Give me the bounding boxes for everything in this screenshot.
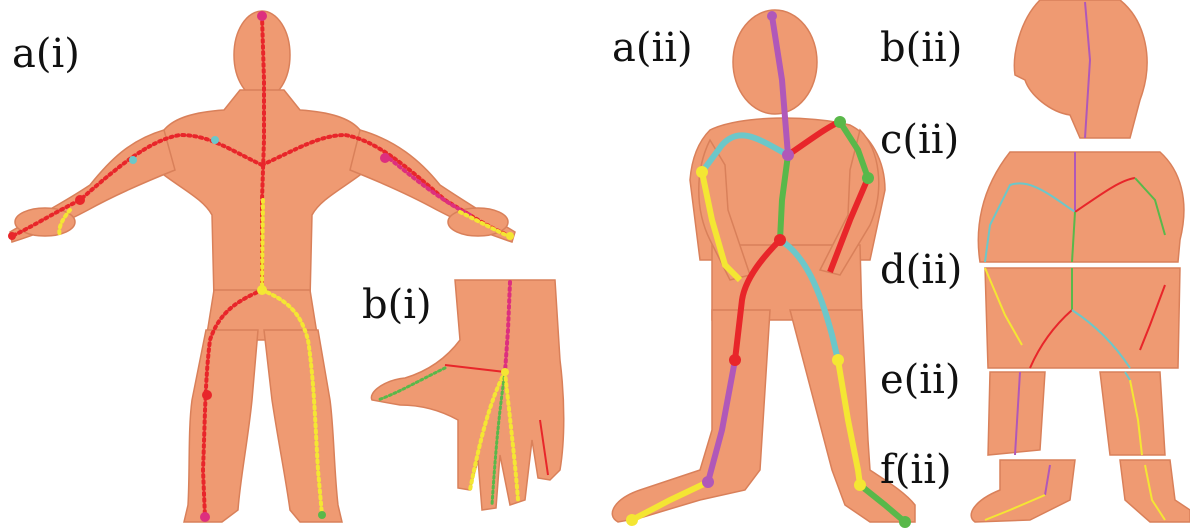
- figure-a-i: [8, 11, 515, 522]
- label-f-ii: f(ii): [880, 450, 952, 490]
- child-left-shoulder-joint: [696, 166, 708, 178]
- child-right-ankle-joint: [854, 479, 866, 491]
- child-left-ankle-joint: [702, 476, 714, 488]
- left-elbow-joint: [129, 156, 137, 164]
- child-right-shoulder-joint: [834, 116, 846, 128]
- figure-a-ii: [612, 10, 915, 528]
- child-right-toe-joint: [899, 516, 911, 528]
- right-elbow-joint: [380, 153, 390, 163]
- label-c-ii: c(ii): [880, 120, 959, 160]
- crop-head-mesh: [1014, 0, 1147, 138]
- child-pelvis-joint: [774, 234, 786, 246]
- child-chest-joint: [782, 149, 794, 161]
- left-knee-joint: [202, 390, 212, 400]
- figure-e-ii-crop: [988, 372, 1165, 455]
- spine-joint: [257, 11, 267, 21]
- child-left-knee-joint: [729, 354, 741, 366]
- label-b-i: b(i): [362, 285, 432, 325]
- label-b-ii: b(ii): [880, 28, 962, 68]
- crop-legs-mesh: [988, 372, 1165, 455]
- hip-joint: [257, 285, 267, 295]
- left-shoulder-joint: [211, 136, 219, 144]
- child-head-joint: [767, 11, 777, 21]
- right-leg-shape: [264, 330, 342, 522]
- right-hand-tip-joint: [506, 232, 514, 240]
- figure-d-ii-crop: [985, 268, 1180, 368]
- label-a-i: a(i): [12, 34, 80, 74]
- child-right-knee-joint: [832, 354, 844, 366]
- right-foot-joint: [318, 511, 326, 519]
- left-hand-tip-joint: [8, 232, 16, 240]
- left-wrist-joint: [75, 195, 85, 205]
- left-leg-shape: [184, 330, 258, 522]
- figure-c-ii-crop: [978, 152, 1184, 262]
- spine-yellow-curve: [262, 200, 263, 290]
- hand-root-joint: [501, 368, 509, 376]
- label-a-ii: a(ii): [612, 28, 693, 68]
- child-left-toe-joint: [626, 514, 638, 526]
- child-right-elbow-joint: [862, 172, 874, 184]
- figure-b-ii-crop: [1014, 0, 1147, 138]
- label-d-ii: d(ii): [880, 250, 962, 290]
- left-foot-joint: [200, 512, 210, 522]
- figure-f-ii-crop: [971, 460, 1190, 522]
- child-body-mesh: [612, 10, 915, 522]
- label-e-ii: e(ii): [880, 360, 960, 400]
